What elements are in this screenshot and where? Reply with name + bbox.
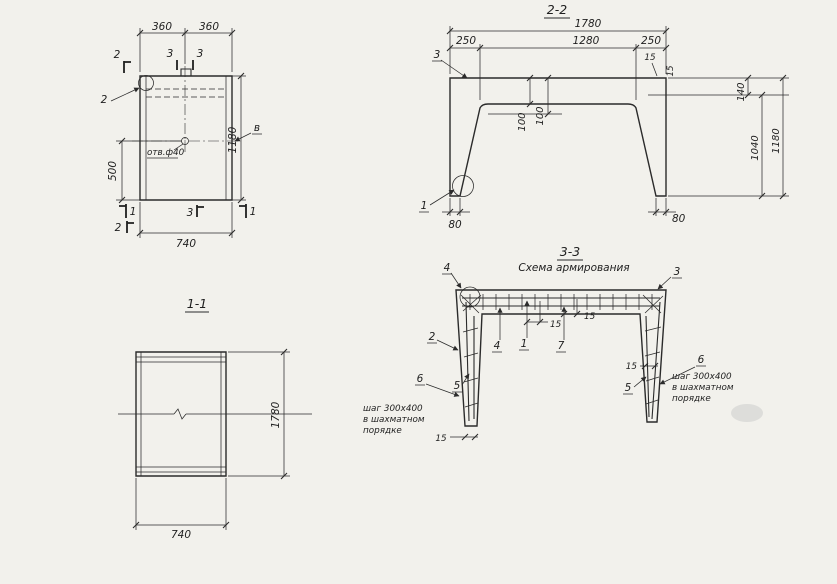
plan-hole-label: отв.ф40 [147, 148, 185, 158]
plan-dim-740: 740 [176, 238, 196, 250]
sec22-dim-1780: 1780 [575, 18, 602, 30]
sec22-dim-100-a: 100 [517, 112, 528, 131]
sec22-dim-250-right: 250 [641, 35, 661, 47]
sec33-note-right-line3: порядке [672, 394, 711, 404]
sec33-subtitle: Схема армирования [518, 262, 629, 274]
sec33-label-3: 3 [674, 266, 681, 278]
sec22-dim-80-right: 80 [672, 213, 686, 225]
plan-marker-2-top: 2 [114, 49, 121, 61]
sec22-dim-15-a: 15 [644, 53, 656, 63]
sec22-dim-140: 140 [736, 82, 747, 101]
sec33-dim-15-mid-b: 15 [584, 312, 596, 322]
plan-view: 360 360 500 1180 740 2 3 3 2 1 1 2 3 в о… [101, 21, 262, 250]
plan-dim-1180: 1180 [227, 126, 239, 153]
sec22-dim-1280: 1280 [573, 35, 600, 47]
sec11-outline [118, 351, 312, 477]
sec22-labels: 3 1 [419, 49, 474, 213]
sec33-label-4: 4 [494, 340, 501, 352]
sec22-outline [449, 77, 668, 197]
plan-outline [132, 66, 240, 201]
plan-marker-2-detail: 2 [101, 94, 108, 106]
sec22-dim-250-left: 250 [456, 35, 476, 47]
sec33-dimensions: 15 15 15 15 [435, 299, 659, 444]
sec11-title: 1-1 [187, 296, 207, 311]
plan-marker-1-left: 1 [130, 206, 137, 218]
sec33-dim-15-mid-a: 15 [550, 320, 562, 330]
section-2-2: 2-2 1780 250 1280 250 15 15 100 100 140 … [419, 2, 789, 231]
plan-dim-360-right: 360 [199, 21, 219, 33]
plan-marker-1-right: 1 [250, 206, 257, 218]
sec11-dim-740: 740 [171, 529, 191, 541]
sec33-label-5-right: 5 [625, 382, 632, 394]
detail-callout-circle [138, 75, 154, 91]
sec33-label-1: 1 [521, 338, 528, 350]
sec33-label-5-left: 5 [454, 380, 461, 392]
plan-marker-3-top-right: 3 [197, 48, 204, 60]
sec33-dim-15-bottom: 15 [435, 434, 447, 444]
sec22-dim-80-left: 80 [448, 219, 462, 231]
sec33-label-6-left: 6 [417, 373, 424, 385]
sec11-dim-1780: 1780 [270, 401, 282, 428]
sec33-label-6-right: 6 [698, 354, 705, 366]
section-1-1: 1-1 1780 740 [118, 296, 312, 541]
plan-dim-360-left: 360 [152, 21, 172, 33]
detail-callout-circle-4 [459, 286, 481, 308]
sec33-note-right-line1: шаг 300х400 [672, 372, 732, 382]
sec22-label-3: 3 [434, 49, 441, 61]
sec22-title: 2-2 [547, 2, 567, 17]
section-3-3: 3-3 Схема армирования 15 15 15 15 [363, 244, 763, 444]
sec33-note-right-line2: в шахматном [672, 383, 734, 393]
sec33-labels: 4 3 2 4 1 7 5 6 5 6 [415, 262, 706, 397]
sec22-dim-15-b: 15 [666, 65, 676, 77]
detail-callout-circle-1 [452, 175, 474, 197]
sec33-note-left-line1: шаг 300х400 [363, 404, 423, 414]
sec33-label-4-detail: 4 [444, 262, 451, 274]
plan-dim-500: 500 [107, 161, 119, 181]
sec33-dim-15-right: 15 [626, 362, 638, 372]
sec22-dim-1040: 1040 [750, 135, 761, 160]
sec33-label-7: 7 [558, 340, 565, 352]
plan-dimensions: 360 360 500 1180 740 [107, 21, 246, 250]
sec22-label-1: 1 [421, 200, 428, 212]
sec33-label-2: 2 [429, 331, 436, 343]
sec33-note-left-line2: в шахматном [363, 415, 425, 425]
plan-section-marks: 2 3 3 2 1 1 2 3 [101, 48, 257, 234]
plan-part-label-v: в [254, 122, 260, 134]
plan-marker-2-bottom: 2 [115, 222, 122, 234]
sec22-dimensions: 1780 250 1280 250 15 15 100 100 140 1040… [442, 18, 789, 231]
sec33-notes: шаг 300х400 в шахматном порядке шаг 300х… [363, 372, 734, 436]
plan-labels: в отв.ф40 [147, 122, 262, 159]
sec22-dim-100-b: 100 [535, 106, 546, 125]
plan-marker-3-bottom: 3 [187, 207, 194, 219]
sec11-dimensions: 1780 740 [132, 348, 290, 541]
sec33-outline [455, 289, 667, 427]
sec33-reinforcement [460, 294, 664, 422]
plan-marker-3-top-left: 3 [167, 48, 174, 60]
sec22-dim-1180: 1180 [771, 128, 782, 153]
sec33-note-left-line3: порядке [363, 426, 402, 436]
sec33-title: 3-3 [560, 244, 580, 259]
scan-smudge [731, 404, 763, 422]
